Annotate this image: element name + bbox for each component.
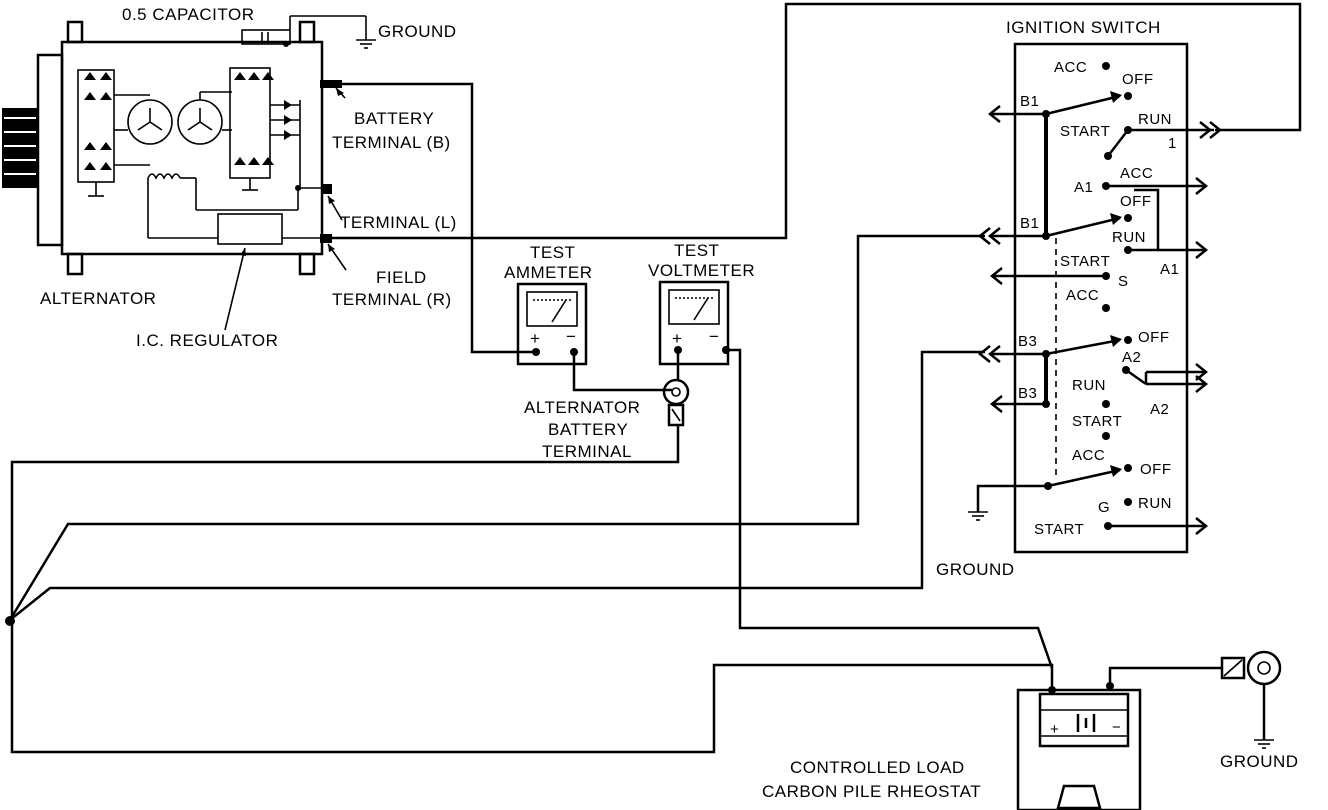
switch-one: 1 (1168, 135, 1177, 152)
ammeter-minus-terminal (570, 348, 578, 356)
battery-terminal-b (320, 80, 342, 88)
switch-s: S (1118, 273, 1129, 290)
switch-off-2: OFF (1120, 193, 1152, 210)
alternator (2, 15, 376, 276)
switch-acc-3: ACC (1066, 287, 1099, 304)
ground-clamp-icon (1220, 650, 1282, 749)
switch-off-1: OFF (1122, 71, 1154, 88)
switch-a2-b: A2 (1150, 401, 1169, 418)
alt-batt-term-label-1: ALTERNATOR (524, 398, 640, 417)
ignition-switch-label: IGNITION SWITCH (1006, 18, 1161, 37)
switch-ground-icon (968, 511, 988, 521)
voltmeter-plus-terminal (674, 346, 682, 354)
alt-batt-term-label-3: TERMINAL (542, 442, 632, 461)
voltmeter-minus-terminal (722, 346, 730, 354)
switch-a2-a: A2 (1122, 349, 1141, 366)
ammeter-plus-label: + (530, 329, 540, 348)
switch-start-3: START (1072, 413, 1122, 430)
rheostat-label-1: CONTROLLED LOAD (790, 758, 965, 777)
switch-start-1: START (1060, 123, 1110, 140)
terminal-l (322, 184, 332, 194)
switch-acc-2: ACC (1120, 165, 1153, 182)
switch-start-4: START (1034, 521, 1084, 538)
stator-winding-icon (127, 91, 232, 145)
test-ammeter-label-1: TEST (530, 243, 575, 262)
ground-icon (356, 39, 376, 49)
switch-start-2: START (1060, 253, 1110, 270)
ground-top-label: GROUND (378, 22, 457, 41)
wiring (5, 2, 1302, 754)
field-terminal-r (320, 234, 332, 243)
rectifier-bridge-left (77, 69, 150, 197)
switch-run-1: RUN (1138, 111, 1172, 128)
ground-bottom-label: GROUND (1220, 752, 1299, 771)
alternator-housing (60, 40, 324, 256)
voltmeter-minus-label: − (709, 327, 719, 346)
test-voltmeter-label-1: TEST (674, 241, 719, 260)
ammeter-plus-terminal (532, 348, 540, 356)
capacitor-icon (241, 15, 367, 47)
rheostat-plus-label: + (1050, 721, 1059, 738)
ic-regulator-label: I.C. REGULATOR (136, 331, 278, 350)
test-voltmeter (658, 280, 730, 366)
switch-off-3: OFF (1138, 329, 1170, 346)
ignition-switch (976, 42, 1223, 554)
switch-acc-1: ACC (1054, 59, 1087, 76)
test-ammeter (516, 282, 588, 366)
switch-b3-a: B3 (1018, 333, 1037, 350)
ammeter-minus-label: − (566, 327, 576, 346)
pulley-icon (2, 108, 38, 188)
test-ammeter-label-2: AMMETER (504, 263, 593, 282)
rectifier-bridge-right (229, 67, 301, 191)
switch-run-3: RUN (1072, 377, 1106, 394)
carbon-pile-rheostat: + − (1016, 682, 1142, 810)
battery-terminal-clamp-icon (662, 378, 690, 427)
switch-b3-b: B3 (1018, 385, 1037, 402)
switch-b1-b: B1 (1020, 215, 1039, 232)
switch-run-2: RUN (1112, 229, 1146, 246)
terminal-l-label: TERMINAL (L) (340, 213, 457, 232)
switch-acc-4: ACC (1072, 447, 1105, 464)
voltmeter-plus-label: + (672, 329, 682, 348)
switch-g: G (1098, 499, 1110, 516)
battery-terminal-label-2: TERMINAL (B) (332, 133, 451, 152)
rheostat-knob-icon (1056, 784, 1102, 810)
rheostat-label-2: CARBON PILE RHEOSTAT (762, 782, 981, 801)
alternator-label: ALTERNATOR (40, 289, 156, 308)
ground-switch-label: GROUND (936, 560, 1015, 579)
switch-b1-a: B1 (1020, 93, 1039, 110)
test-voltmeter-label-2: VOLTMETER (648, 261, 755, 280)
switch-a1-a: A1 (1074, 179, 1093, 196)
battery-terminal-label-1: BATTERY (354, 109, 434, 128)
field-coil-icon (147, 173, 181, 180)
field-terminal-label-1: FIELD (376, 268, 427, 287)
alt-batt-term-label-2: BATTERY (548, 420, 628, 439)
rheostat-minus-label: − (1112, 719, 1121, 736)
field-terminal-label-2: TERMINAL (R) (332, 290, 452, 309)
switch-a1-b: A1 (1160, 261, 1179, 278)
switch-run-4: RUN (1138, 495, 1172, 512)
capacitor-label: 0.5 CAPACITOR (122, 5, 254, 24)
switch-off-4: OFF (1140, 461, 1172, 478)
ic-regulator-box (217, 213, 283, 245)
